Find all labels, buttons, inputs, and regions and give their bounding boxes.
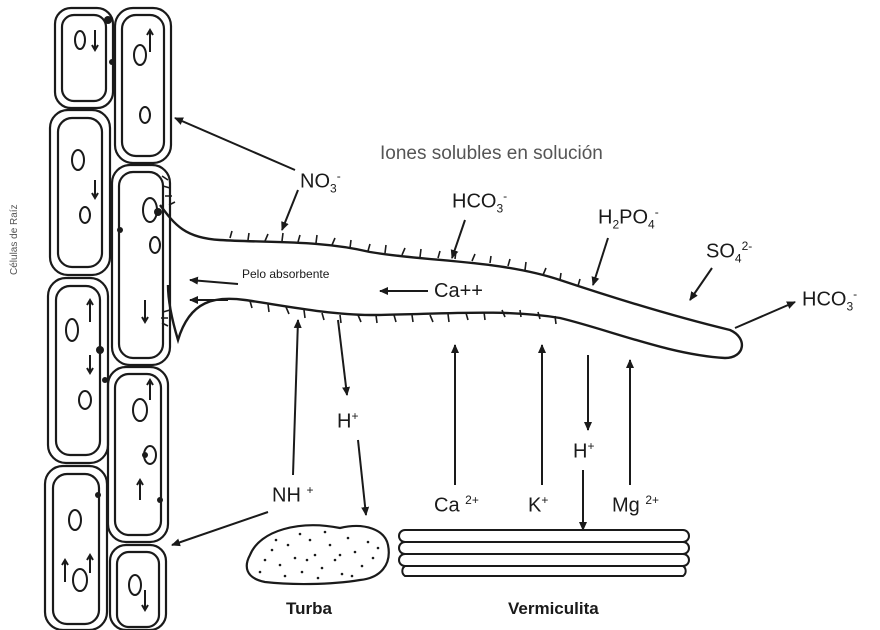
diagram-title: Iones solubles en solución — [380, 144, 603, 163]
ion-no3: NO3- — [300, 170, 341, 195]
flow-arrows — [172, 118, 795, 545]
root-cells-label: Células de Raíz — [10, 204, 20, 275]
ion-k-plus: K+ — [528, 494, 548, 516]
root-cells — [45, 8, 171, 630]
vermiculite-layers — [399, 530, 689, 576]
ion-nh-plus: NH + — [272, 484, 313, 506]
peat-clump — [247, 525, 389, 584]
ion-hco3-top: HCO3- — [452, 190, 507, 215]
ion-h2po4: H2PO4- — [598, 206, 659, 231]
ion-hco3-right: HCO3- — [802, 288, 857, 313]
ion-ca-plus-plus: Ca++ — [434, 281, 483, 301]
ion-ca2-plus: Ca 2+ — [434, 494, 479, 516]
peat-label: Turba — [286, 600, 332, 617]
ion-h-plus-left: H+ — [337, 410, 358, 432]
ion-so4: SO42- — [706, 240, 752, 265]
ion-mg2-plus: Mg 2+ — [612, 494, 659, 516]
vermiculite-label: Vermiculita — [508, 600, 599, 617]
ion-h-plus-right: H+ — [573, 440, 594, 462]
root-hair-label: Pelo absorbente — [242, 268, 329, 280]
